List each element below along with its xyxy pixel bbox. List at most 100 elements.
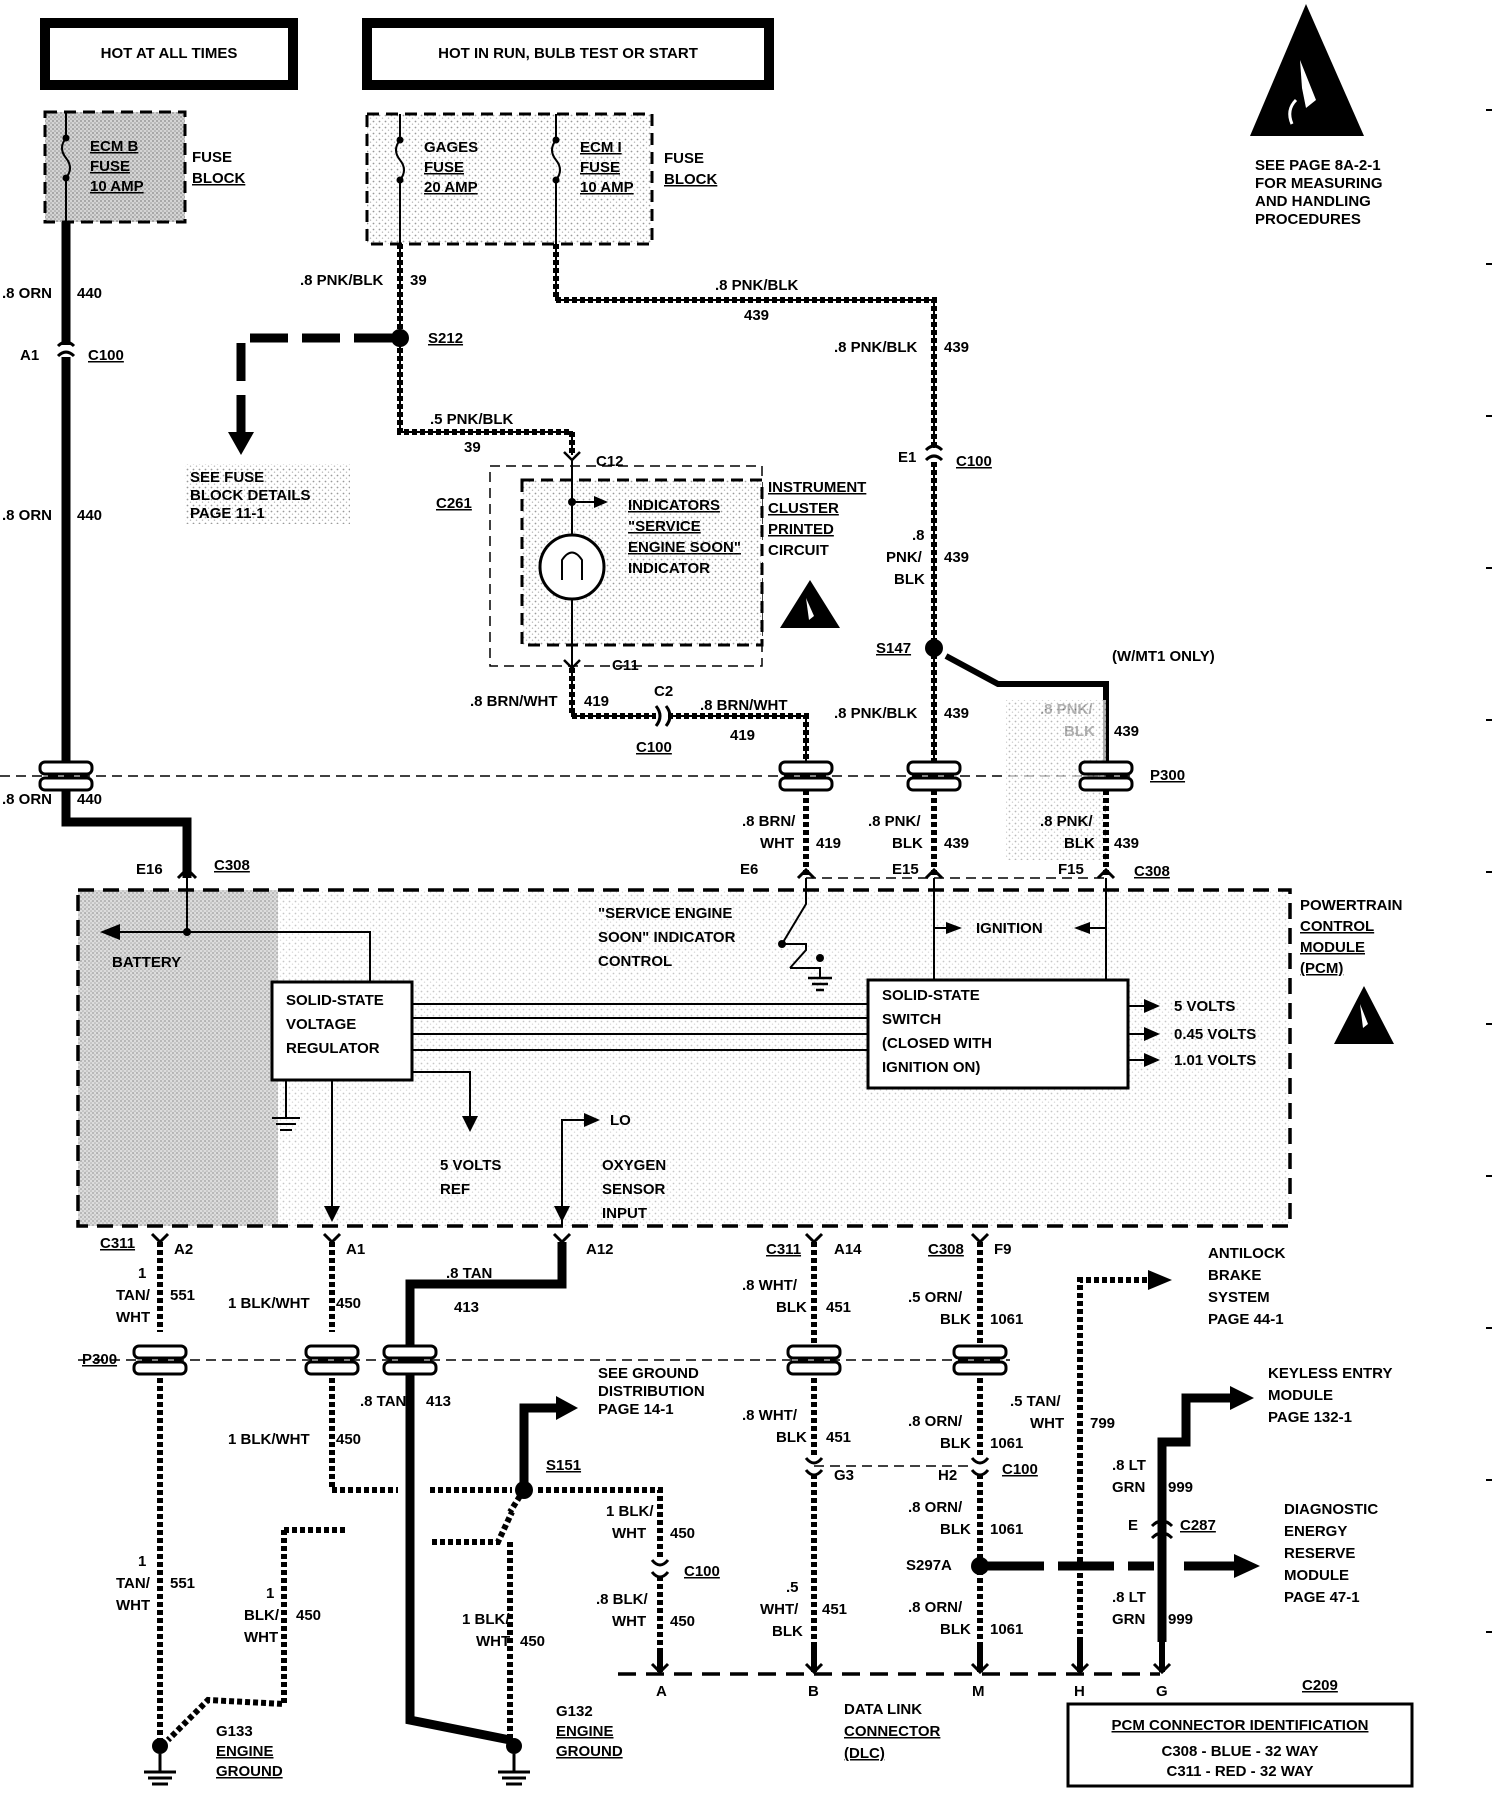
ground-icon-regulator [272,1080,300,1131]
wire-450-color-5b: WHT [476,1633,510,1650]
wire-39-num-1: 39 [410,272,427,289]
p300-grommet-450 [304,1344,360,1376]
wire-413 [405,1242,567,1745]
pcm-id-row-2: C311 - RED - 32 WAY [1166,1763,1313,1780]
wire-440-color-2: .8 ORN [2,507,52,524]
derm-ref-2: ENERGY [1284,1523,1347,1540]
wire-450-num-2: 450 [336,1431,361,1448]
page-edge-ticks [1486,109,1492,1633]
conn-c100-h2: C100 [1002,1461,1038,1478]
wire-440-num-3: 440 [77,791,102,808]
conn-c12: C12 [596,453,624,470]
wire-419-color-1: .8 BRN/WHT [470,693,558,710]
esd-warning-icon-small [780,580,840,628]
wire-1061-num-3: 1061 [990,1521,1023,1538]
keyless-ref-1: KEYLESS ENTRY [1268,1365,1392,1382]
output-5v: 5 VOLTS [1174,998,1235,1015]
g3-connector [804,1457,824,1477]
arrow-down-icon-ref [462,1116,478,1132]
conn-c100-c2: C100 [636,739,672,756]
wire-450-num-1: 450 [336,1295,361,1312]
c308-pins [176,866,1116,880]
derm-ref-5: PAGE 47-1 [1284,1589,1360,1606]
pcm-ignition: IGNITION [976,920,1043,937]
pcm-lo: LO [610,1112,631,1129]
conn-e1: E1 [898,449,916,466]
conn-a1-pcm: A1 [346,1241,365,1258]
gages-fuse-label-1: GAGES [424,139,478,156]
indicator-lamp-icon [538,533,606,601]
wire-451-num-3: 451 [822,1601,847,1618]
ground-dist-1: SEE GROUND [598,1365,699,1382]
ignition-feeds [933,878,1107,970]
conn-a1: A1 [20,347,39,364]
wire-450-stack-1: 1 [266,1585,274,1602]
g133-label-2: ENGINE [216,1743,274,1760]
pcm-battery: BATTERY [112,954,181,971]
wire-451-stack-1: .5 [786,1579,799,1596]
wire-450-stack-3: WHT [244,1629,278,1646]
cluster-label-2: CLUSTER [768,500,839,517]
c100-s151-connector [650,1559,670,1579]
conn-c261: C261 [436,495,472,512]
derm-ref-3: RESERVE [1284,1545,1355,1562]
ses-control-switch [781,878,821,978]
conn-c311-left: C311 [100,1235,135,1252]
c100-a1-connector [56,340,76,358]
splice-s212 [391,329,409,347]
wire-450 [329,1242,398,1493]
ses-control-1: "SERVICE ENGINE [598,905,732,922]
indicator-text-3: ENGINE SOON" [628,539,741,556]
c100-c2-connector [654,705,672,727]
ground-icon-ses [808,976,832,992]
wire-439-stack-3: BLK [894,571,925,588]
wire-451-num-1: 451 [826,1299,851,1316]
conn-c11: C11 [612,657,639,674]
ground-icon-g132 [498,1738,530,1786]
derm-ref-4: MODULE [1284,1567,1349,1584]
wire-450-color-5: 1 BLK/ [462,1611,510,1628]
p300-grommet-451 [786,1344,842,1376]
conn-a12: A12 [586,1241,614,1258]
fuse-block-label-2: BLOCK [192,170,245,187]
wire-439-num-1: 439 [744,307,769,324]
indicator-text-1: INDICATORS [628,497,720,514]
wire-439-color-3: .8 PNK/BLK [834,705,918,722]
wire-mt1-color-2b: BLK [1064,835,1095,852]
c287-connector [1150,1519,1174,1540]
wire-551-a-1: 1 [138,1265,146,1282]
conn-c100-left: C100 [88,347,124,364]
cluster-label-1: INSTRUMENT [768,479,866,496]
see-fuse-block-shade [185,464,350,524]
wire-439-stack-1: .8 [912,527,925,544]
wire-450-stack-2: BLK/ [244,1607,280,1624]
wire-1061-color-4: .8 ORN/ [908,1599,963,1616]
derm-ref-1: DIAGNOSTIC [1284,1501,1378,1518]
wire-999-color-1b: GRN [1112,1479,1145,1496]
o2-label-3: INPUT [602,1205,647,1222]
see-fuse-block-3: PAGE 11-1 [190,505,265,522]
p300-grommet-413 [382,1344,438,1376]
wire-1061-color-1b: BLK [940,1311,971,1328]
esd-note-line-2: FOR MEASURING [1255,175,1383,192]
p300-grommet-551 [132,1344,188,1376]
pcm-label-4: (PCM) [1300,960,1343,977]
ecm-i-fuse-label-1: ECM I [580,139,622,156]
solid-state-switch-box [866,978,1130,1090]
fuse-block-run-label-1: FUSE [664,150,704,167]
wire-419-num-2: 419 [730,727,755,744]
abs-ref-3: SYSTEM [1208,1289,1270,1306]
dlc-pins [650,1662,1172,1675]
wire-451-color-1b: BLK [776,1299,807,1316]
gages-fuse-label-3: 20 AMP [424,179,478,196]
wire-39-color-1: .8 PNK/BLK [300,272,384,289]
fuse-block-run [365,112,654,246]
wire-1061-color-2: .8 ORN/ [908,1413,963,1430]
ground-dist-3: PAGE 14-1 [598,1401,674,1418]
pcm-label-2: CONTROL [1300,918,1374,935]
esd-note-line-4: PROCEDURES [1255,211,1361,228]
wire-1061-color-4b: BLK [940,1621,971,1638]
wire-451-color-2b: BLK [776,1429,807,1446]
wire-439-color-1: .8 PNK/BLK [715,277,799,294]
o2-label-1: OXYGEN [602,1157,666,1174]
